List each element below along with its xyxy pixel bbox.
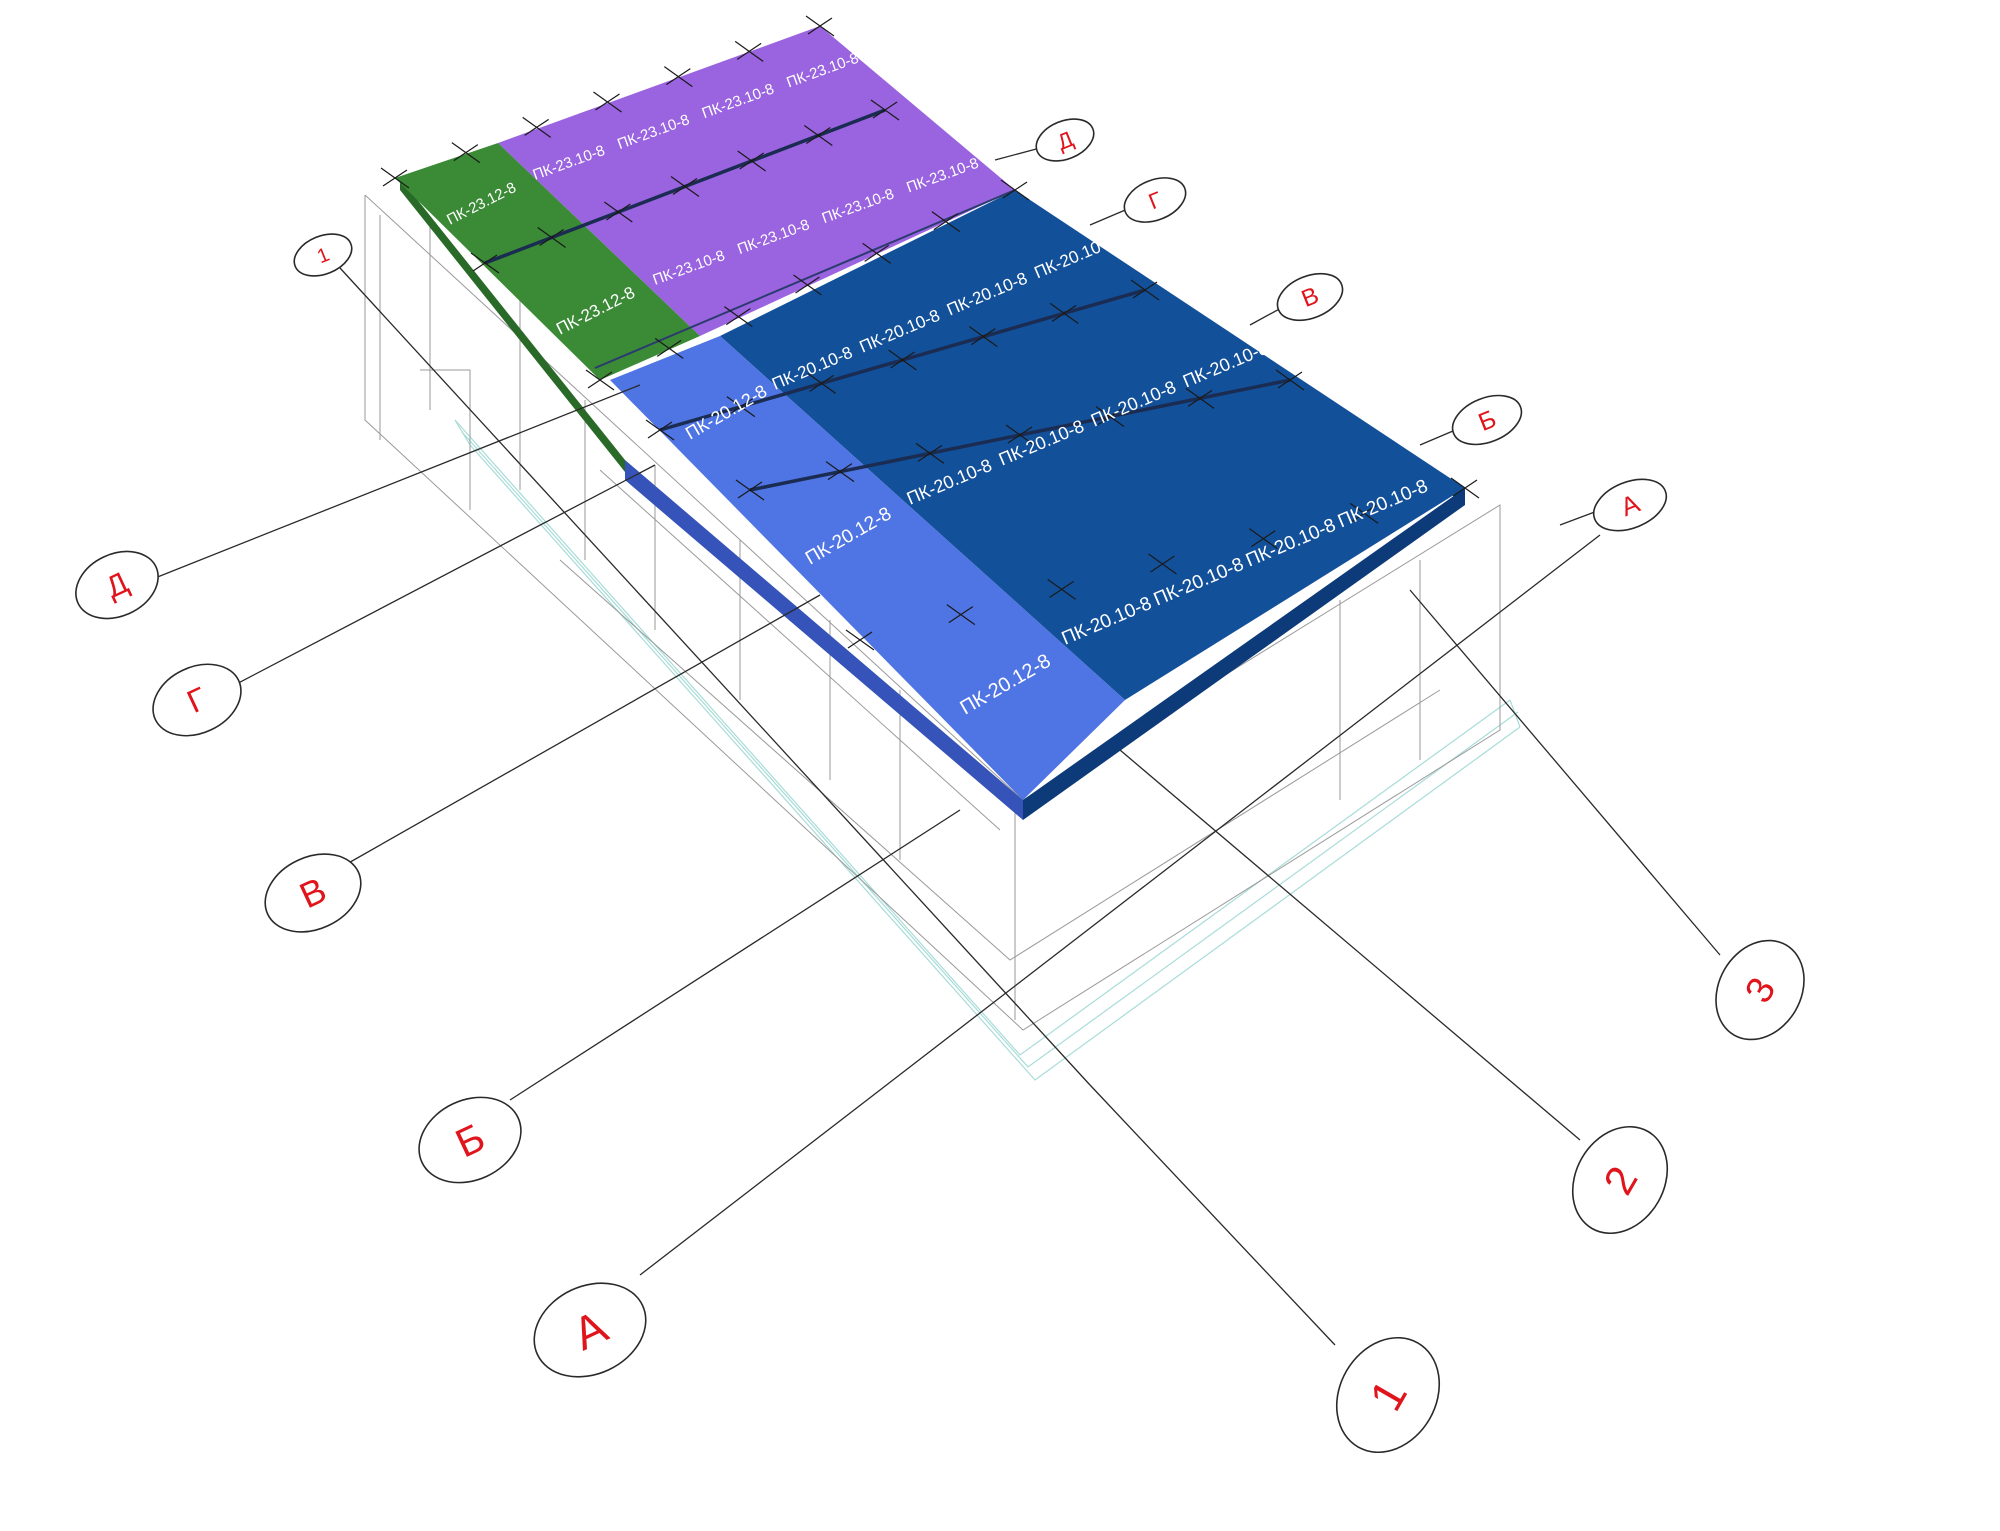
- leader-bottom-d: [149, 384, 641, 581]
- axis-bubbles-top-right: Д Г В Б А 1: [293, 118, 1668, 532]
- foundation-edge: [454, 419, 1511, 1056]
- axis-bubbles-bottom-right: 1 2 3: [1335, 939, 1805, 1454]
- support-tick: [593, 91, 622, 113]
- axis-bubble-top-1: 1: [293, 233, 353, 277]
- slab-group-purple: [498, 26, 1015, 336]
- support-tick: [726, 396, 756, 418]
- support-tick: [946, 604, 976, 626]
- support-tick: [522, 116, 552, 138]
- deck-side-right: [1023, 488, 1465, 820]
- support-tick: [888, 349, 917, 371]
- leader-top-d: [994, 147, 1041, 161]
- support-tick: [1349, 502, 1379, 524]
- support-tick: [1095, 406, 1125, 428]
- axis-bubble-top-a: А: [1592, 478, 1668, 532]
- axis-bubble-bottom-g: Г: [152, 663, 242, 737]
- axis-bubble-top-d: Д: [1035, 118, 1095, 162]
- axis-bubble-top-b: Б: [1451, 394, 1523, 446]
- seam-boundary: [594, 189, 1016, 369]
- support-tick: [1000, 179, 1030, 201]
- support-tick: [845, 629, 875, 651]
- support-tick: [670, 176, 700, 197]
- leader-bottom-g: [224, 464, 656, 691]
- inner-wall-base-2: [599, 469, 1001, 831]
- axis-bubble-top-v: В: [1276, 272, 1344, 322]
- support-tick: [1185, 387, 1215, 409]
- axis-bubble-bottom-a: А: [533, 1282, 647, 1378]
- leader-bottom-b: [509, 809, 961, 1101]
- leader-top-v: [1249, 306, 1284, 326]
- leader-bottom-a: [639, 534, 1601, 1276]
- axis-bubble-bottom-1: 1: [1335, 1336, 1441, 1454]
- support-tick: [451, 142, 481, 164]
- support-ticks: [380, 15, 1480, 651]
- support-tick: [1047, 578, 1077, 600]
- deck-side-green: [400, 178, 625, 472]
- leader-bottom-v: [344, 594, 821, 866]
- leader-bottom-1: [1089, 1084, 1336, 1346]
- axis-bubble-bottom-d: Д: [75, 550, 159, 620]
- support-tick: [654, 337, 684, 359]
- support-tick: [862, 242, 892, 264]
- support-tick: [470, 252, 500, 274]
- support-tick: [793, 274, 822, 296]
- support-tick: [803, 125, 833, 146]
- slab-deck-sides: [400, 178, 1465, 820]
- support-tick: [380, 167, 410, 189]
- axis-bubble-bottom-v: В: [264, 853, 362, 933]
- support-tick: [825, 461, 855, 483]
- inner-wall-base: [559, 559, 1441, 961]
- foundation-edge-2: [461, 431, 1519, 1068]
- support-tick: [1005, 424, 1035, 446]
- support-tick: [585, 369, 615, 391]
- axis-leaders: [149, 147, 1721, 1346]
- leader-bottom-3: [1409, 589, 1721, 956]
- support-tick: [1275, 369, 1305, 391]
- support-tick: [737, 150, 767, 172]
- support-tick: [915, 442, 945, 464]
- support-tick: [537, 227, 567, 248]
- axis-bubble-bottom-3: 3: [1715, 939, 1805, 1041]
- support-tick: [1130, 279, 1160, 301]
- slab-group-green: [395, 143, 700, 380]
- support-tick: [807, 372, 837, 394]
- support-tick: [645, 419, 675, 441]
- slab-group-dark-blue: [720, 190, 1465, 700]
- leader-bottom-2: [1119, 749, 1581, 1141]
- leader-axis-1-long: [339, 267, 1091, 1086]
- deck-side-front: [625, 460, 1023, 820]
- foundation-corner: [454, 419, 471, 446]
- axis-bubble-top-g: Г: [1123, 177, 1187, 223]
- foundation-edge-3: [469, 444, 1521, 1081]
- support-tick: [870, 99, 900, 121]
- support-tick: [805, 15, 835, 37]
- support-tick: [735, 479, 765, 501]
- support-tick: [1248, 528, 1278, 550]
- slab-group-light-blue: [610, 336, 1125, 800]
- support-tick: [663, 66, 693, 88]
- slab-surfaces: [395, 26, 1465, 800]
- support-tick: [723, 306, 753, 328]
- axis-bubble-bottom-2: 2: [1571, 1125, 1669, 1235]
- support-tick: [1148, 553, 1177, 575]
- support-tick: [734, 40, 764, 62]
- inner-wall-box: [420, 369, 471, 510]
- support-tick: [931, 211, 961, 233]
- leader-top-g: [1089, 207, 1131, 226]
- support-tick: [968, 326, 998, 348]
- support-tick: [1049, 302, 1079, 324]
- support-tick: [603, 201, 633, 223]
- support-tick: [1450, 477, 1480, 499]
- axis-bubbles-bottom-left: Д Г В Б А: [75, 550, 647, 1378]
- axis-bubble-bottom-b: Б: [418, 1096, 522, 1184]
